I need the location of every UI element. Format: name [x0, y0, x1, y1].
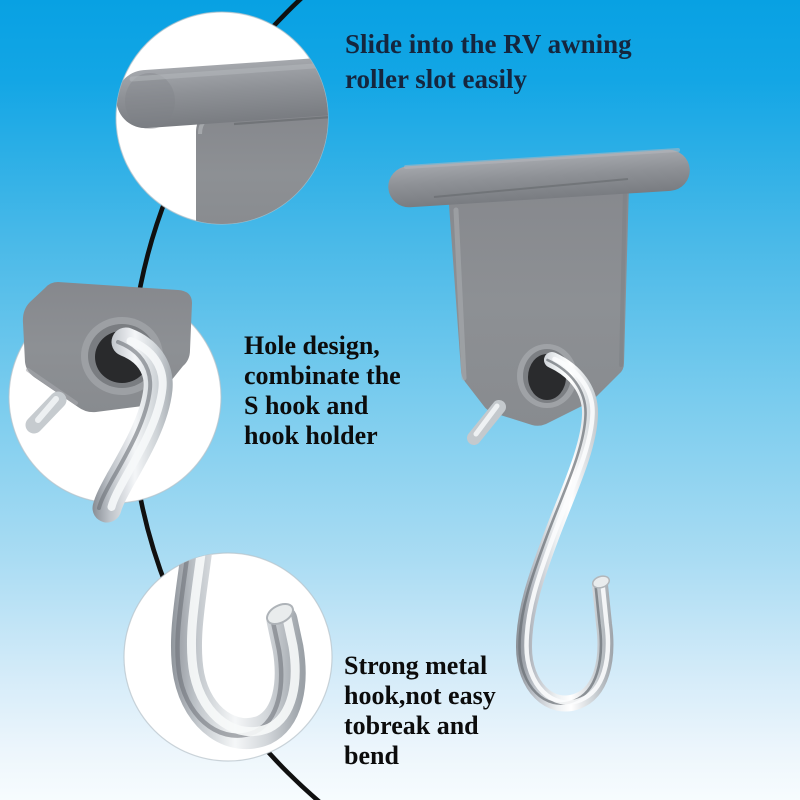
annotation-line: tobreak and — [344, 711, 479, 740]
bracket-t-bar-highlight — [404, 148, 680, 169]
annotation-line: roller slot easily — [345, 64, 527, 94]
bracket-body-edge-highlight — [453, 207, 467, 381]
callout-bottom-detail — [170, 553, 306, 750]
callout-top — [115, 11, 329, 225]
detail-bracket-body — [196, 114, 328, 224]
detail-hook-highlight — [107, 337, 167, 511]
bracket-pin-highlight — [473, 403, 500, 437]
s-hook-dark-reflection — [518, 358, 603, 705]
annotation-line: Hole design, — [244, 331, 380, 360]
detail-pin-highlight — [35, 396, 59, 423]
detail-hole-bracket-edge-highlight — [26, 368, 78, 405]
annotation-line: hook holder — [244, 421, 378, 450]
annotation-line: Strong metal — [344, 651, 488, 680]
annotation-line: S hook and — [244, 391, 369, 420]
annotation-strong-metal: Strong metal hook,not easy tobreak and b… — [344, 651, 496, 771]
product-photo — [388, 148, 690, 712]
callout-middle-detail — [22, 282, 193, 523]
bracket-body — [449, 179, 629, 426]
callout-bottom — [123, 552, 333, 762]
detail-t-bar-end-shade — [125, 73, 175, 129]
detail-bracket-seam — [233, 114, 328, 126]
detail-t-bar-highlight — [129, 59, 328, 82]
detail-hook-dark-reflection — [97, 340, 153, 510]
annotation-line: Slide into the RV awning — [345, 29, 632, 59]
s-hook-tip-cut — [591, 575, 611, 589]
detail-u-hook — [170, 553, 306, 750]
annotation-line: hook,not easy — [344, 681, 496, 710]
annotation-line: bend — [344, 741, 399, 770]
s-hook-highlight — [524, 356, 611, 705]
annotation-line: combinate the — [244, 361, 401, 390]
detail-u-hook-dark-reflection — [175, 553, 284, 738]
detail-u-hook-highlight — [186, 553, 300, 737]
bracket-seam — [433, 178, 629, 198]
detail-u-hook-tip-cut — [266, 603, 294, 625]
callout-top-detail — [116, 55, 328, 224]
bracket-body-right-shade — [619, 188, 627, 367]
callout-middle — [8, 282, 222, 523]
annotation-slide-into-roller: Slide into the RV awning roller slot eas… — [345, 27, 632, 97]
annotation-hole-design: Hole design, combinate the S hook and ho… — [244, 331, 401, 451]
